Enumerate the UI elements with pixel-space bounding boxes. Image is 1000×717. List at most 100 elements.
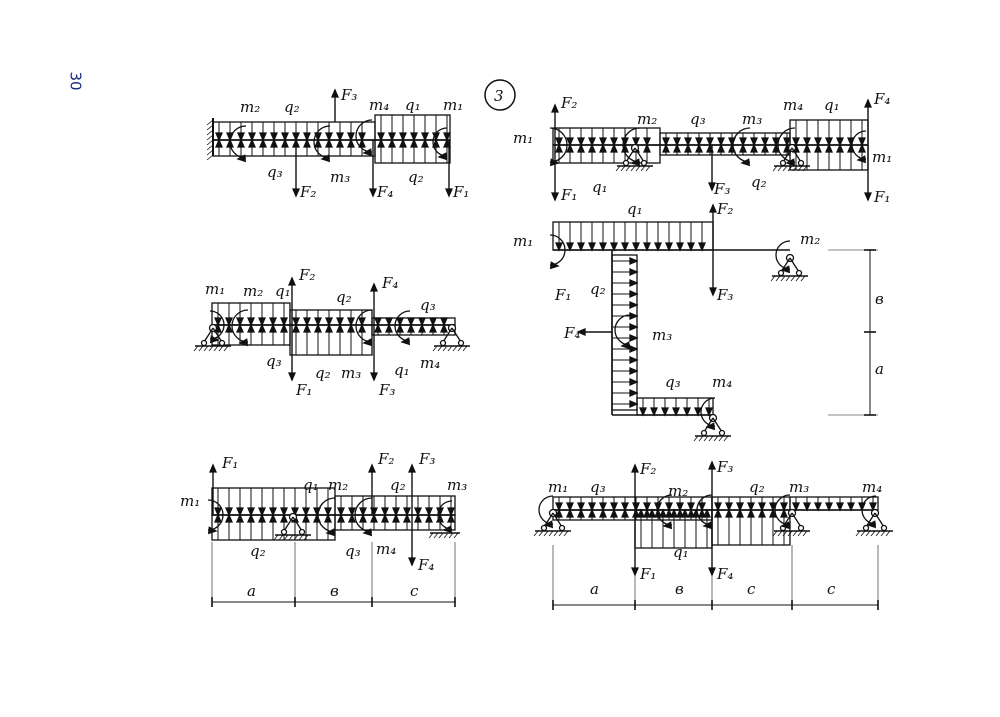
ground-hatch [448,532,454,539]
arrowhead [643,508,651,518]
arrowhead [280,507,288,517]
label: m₃ [789,478,809,496]
moment-arrowhead [400,337,411,346]
arrowhead [248,138,256,148]
support-roller [779,159,787,167]
ground-hatch [457,345,463,352]
support-strut [780,257,791,273]
label: F₃ [716,458,733,476]
arrowhead [237,132,245,142]
arrowhead [447,513,455,523]
arrowhead [629,268,639,276]
label: q₁ [592,178,608,196]
arrowhead [610,143,618,153]
ground-hatch [283,534,289,541]
moment-arrowhead [207,526,218,535]
arrowhead [392,507,400,517]
ground-hatch [538,530,544,537]
arrowhead [673,137,681,147]
moment-icon [777,127,796,163]
arrowhead [705,407,713,417]
arrowhead [747,502,755,512]
label: q₁ [405,96,421,114]
label: q₂ [751,173,767,191]
diagram-3-labels: F₁ q₁ m₁ m₂ F₂ q₂ F₃ m₃ q₂ q₃ m₄ F₄ a в … [180,450,467,600]
arrowhead [443,132,451,142]
arrowhead [566,508,574,518]
ground-hatch [797,165,803,172]
arrowhead [632,137,640,147]
arrowhead [836,143,844,153]
arrowhead [684,137,692,147]
arrowhead [783,137,791,147]
arrowhead [258,317,266,327]
arrowhead [258,513,266,523]
arrowhead [643,502,651,512]
arrowhead [698,502,706,512]
arrowhead [288,276,296,286]
arrowhead [814,143,822,153]
ground-hatch [785,275,791,282]
arrowhead [676,242,684,252]
ground-hatch [880,530,886,537]
ground-hatch [782,165,788,172]
arrowhead [374,323,382,333]
ground-hatch [428,532,434,539]
arrowhead [825,502,833,512]
arrowhead [750,137,758,147]
ground-hatch [558,530,564,537]
support-roller [862,524,870,532]
arrowhead [408,463,416,473]
moment-icon [622,127,641,163]
arrowhead [629,301,639,309]
arrowhead [407,317,415,327]
label: q₂ [590,280,606,298]
arrowhead [610,242,618,252]
arrowhead [739,143,747,153]
wall-hatch [206,154,214,161]
label: q₂ [315,364,331,382]
distributed-load [374,139,451,164]
arrowhead [291,507,299,517]
dimension-label: c [410,582,419,600]
arrowhead [621,502,629,512]
ground-hatch [433,532,439,539]
arrowhead [684,143,692,153]
ground-hatch [193,345,199,352]
moment-icon [656,494,673,526]
dimension-label: в [675,580,684,598]
ground-hatch [615,165,621,172]
arrowhead [836,137,844,147]
distributed-load [289,324,373,356]
arrowhead [629,378,639,386]
arrowhead [325,138,333,148]
arrowhead [864,192,872,202]
label: F₄ [381,274,398,292]
ground-hatch [288,534,294,541]
ground-hatch [293,534,299,541]
support-roller [457,339,465,347]
arrowhead [421,138,429,148]
arrowhead [403,513,411,523]
support-roller [797,524,805,532]
support-strut [451,327,462,343]
arrowhead [772,143,780,153]
arrowhead [432,138,440,148]
ground-hatch [620,165,626,172]
distributed-load [789,496,879,511]
arrowhead [698,242,706,252]
ground-hatch [797,530,803,537]
arrowhead [292,317,300,327]
arrowhead [407,323,415,333]
arrowhead [661,407,669,417]
support-strut [712,417,723,433]
ground-hatch [708,435,714,442]
label: F₃ [716,286,733,304]
arrowhead [337,513,345,523]
arrowhead [258,323,266,333]
arrowhead [864,98,872,108]
diagram-6-labels: m₁ q₃ F₂ m₂ F₃ q₂ m₃ m₄ q₁ F₁ F₄ a в c c [548,458,882,598]
ground-hatch [443,532,449,539]
label: F₁ [639,565,656,583]
arrowhead [610,508,618,518]
